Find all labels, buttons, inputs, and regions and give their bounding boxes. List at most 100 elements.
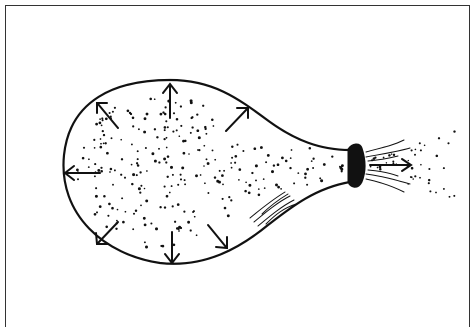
air-particle bbox=[239, 168, 242, 171]
exhaust-particle bbox=[429, 190, 431, 192]
air-particle bbox=[195, 174, 198, 177]
air-particle bbox=[136, 174, 138, 176]
air-particle bbox=[258, 194, 261, 197]
air-particle bbox=[311, 160, 313, 162]
exhaust-particle bbox=[393, 154, 395, 156]
air-particle bbox=[132, 228, 134, 230]
air-particle bbox=[105, 117, 108, 120]
air-particle bbox=[196, 234, 198, 236]
air-particle bbox=[204, 182, 206, 184]
air-particle bbox=[94, 163, 96, 165]
exhaust-particle bbox=[428, 168, 430, 170]
air-particle bbox=[111, 207, 114, 210]
air-particle bbox=[120, 174, 122, 176]
air-particle bbox=[131, 164, 133, 166]
air-particle bbox=[143, 217, 146, 220]
air-particle bbox=[102, 119, 104, 121]
air-particle bbox=[200, 174, 202, 176]
air-particle bbox=[112, 184, 114, 186]
air-particle bbox=[251, 172, 253, 174]
air-particle bbox=[176, 129, 178, 131]
air-particle bbox=[285, 160, 288, 163]
air-particle bbox=[223, 170, 225, 172]
air-particle bbox=[265, 161, 267, 163]
air-particle bbox=[267, 154, 270, 157]
air-particle bbox=[173, 112, 175, 114]
air-particle bbox=[309, 147, 312, 150]
air-particle bbox=[224, 207, 227, 210]
air-particle bbox=[95, 187, 97, 189]
air-particle bbox=[88, 166, 90, 168]
air-particle bbox=[151, 152, 154, 155]
air-particle bbox=[238, 179, 240, 181]
air-particle bbox=[245, 181, 247, 183]
air-particle bbox=[198, 149, 200, 151]
air-particle bbox=[94, 175, 96, 177]
air-particle bbox=[203, 165, 205, 167]
air-particle bbox=[194, 216, 196, 218]
air-particle bbox=[149, 98, 152, 101]
exhaust-particle bbox=[428, 182, 430, 184]
exhaust-particle bbox=[411, 149, 413, 151]
air-particle bbox=[83, 147, 85, 149]
air-particle bbox=[190, 229, 192, 231]
exhaust-particle bbox=[379, 168, 382, 171]
air-particle bbox=[255, 164, 258, 167]
air-particle bbox=[248, 184, 251, 187]
air-particle bbox=[103, 195, 106, 198]
air-particle bbox=[206, 158, 208, 160]
exhaust-particle bbox=[411, 167, 414, 170]
air-particle bbox=[108, 203, 111, 206]
air-particle bbox=[99, 122, 102, 125]
air-particle bbox=[341, 170, 343, 172]
air-particle bbox=[94, 147, 96, 149]
air-particle bbox=[176, 118, 179, 121]
air-particle bbox=[339, 166, 342, 169]
air-particle bbox=[165, 161, 167, 163]
air-particle bbox=[138, 128, 140, 130]
exhaust-particle bbox=[377, 167, 379, 169]
air-particle bbox=[114, 169, 116, 171]
air-particle bbox=[101, 125, 103, 127]
exhaust-particle bbox=[370, 166, 372, 168]
air-particle bbox=[312, 158, 314, 160]
air-particle bbox=[164, 126, 167, 129]
air-particle bbox=[173, 243, 176, 246]
exhaust-particle bbox=[391, 153, 392, 154]
air-particle bbox=[203, 145, 205, 147]
exhaust-particle bbox=[407, 183, 409, 185]
air-particle bbox=[331, 155, 333, 157]
air-particle bbox=[144, 117, 147, 120]
air-particle bbox=[88, 158, 90, 160]
air-particle bbox=[175, 102, 177, 104]
air-particle bbox=[253, 147, 256, 150]
air-particle bbox=[180, 174, 182, 176]
exhaust-particle bbox=[408, 160, 409, 161]
exhaust-particle bbox=[414, 175, 416, 177]
air-particle bbox=[160, 113, 163, 116]
air-particle bbox=[145, 199, 148, 202]
air-particle bbox=[132, 173, 135, 176]
air-particle bbox=[115, 228, 117, 230]
air-particle bbox=[190, 132, 192, 134]
air-particle bbox=[320, 179, 323, 182]
air-particle bbox=[277, 186, 280, 189]
exhaust-particle bbox=[449, 196, 451, 198]
exhaust-particle bbox=[383, 157, 385, 159]
air-particle bbox=[202, 105, 204, 107]
air-particle bbox=[179, 135, 181, 137]
exhaust-particle bbox=[420, 149, 422, 151]
exhaust-particle bbox=[435, 192, 437, 194]
air-particle bbox=[146, 170, 148, 172]
air-particle bbox=[207, 192, 209, 194]
air-particle bbox=[125, 211, 127, 213]
exhaust-particle bbox=[395, 163, 397, 165]
air-particle bbox=[323, 163, 326, 166]
air-particle bbox=[165, 120, 167, 122]
air-particle bbox=[140, 205, 142, 207]
air-particle bbox=[188, 153, 190, 155]
air-particle bbox=[214, 176, 216, 178]
air-particle bbox=[184, 183, 186, 185]
air-particle bbox=[180, 125, 182, 127]
air-particle bbox=[184, 140, 187, 143]
